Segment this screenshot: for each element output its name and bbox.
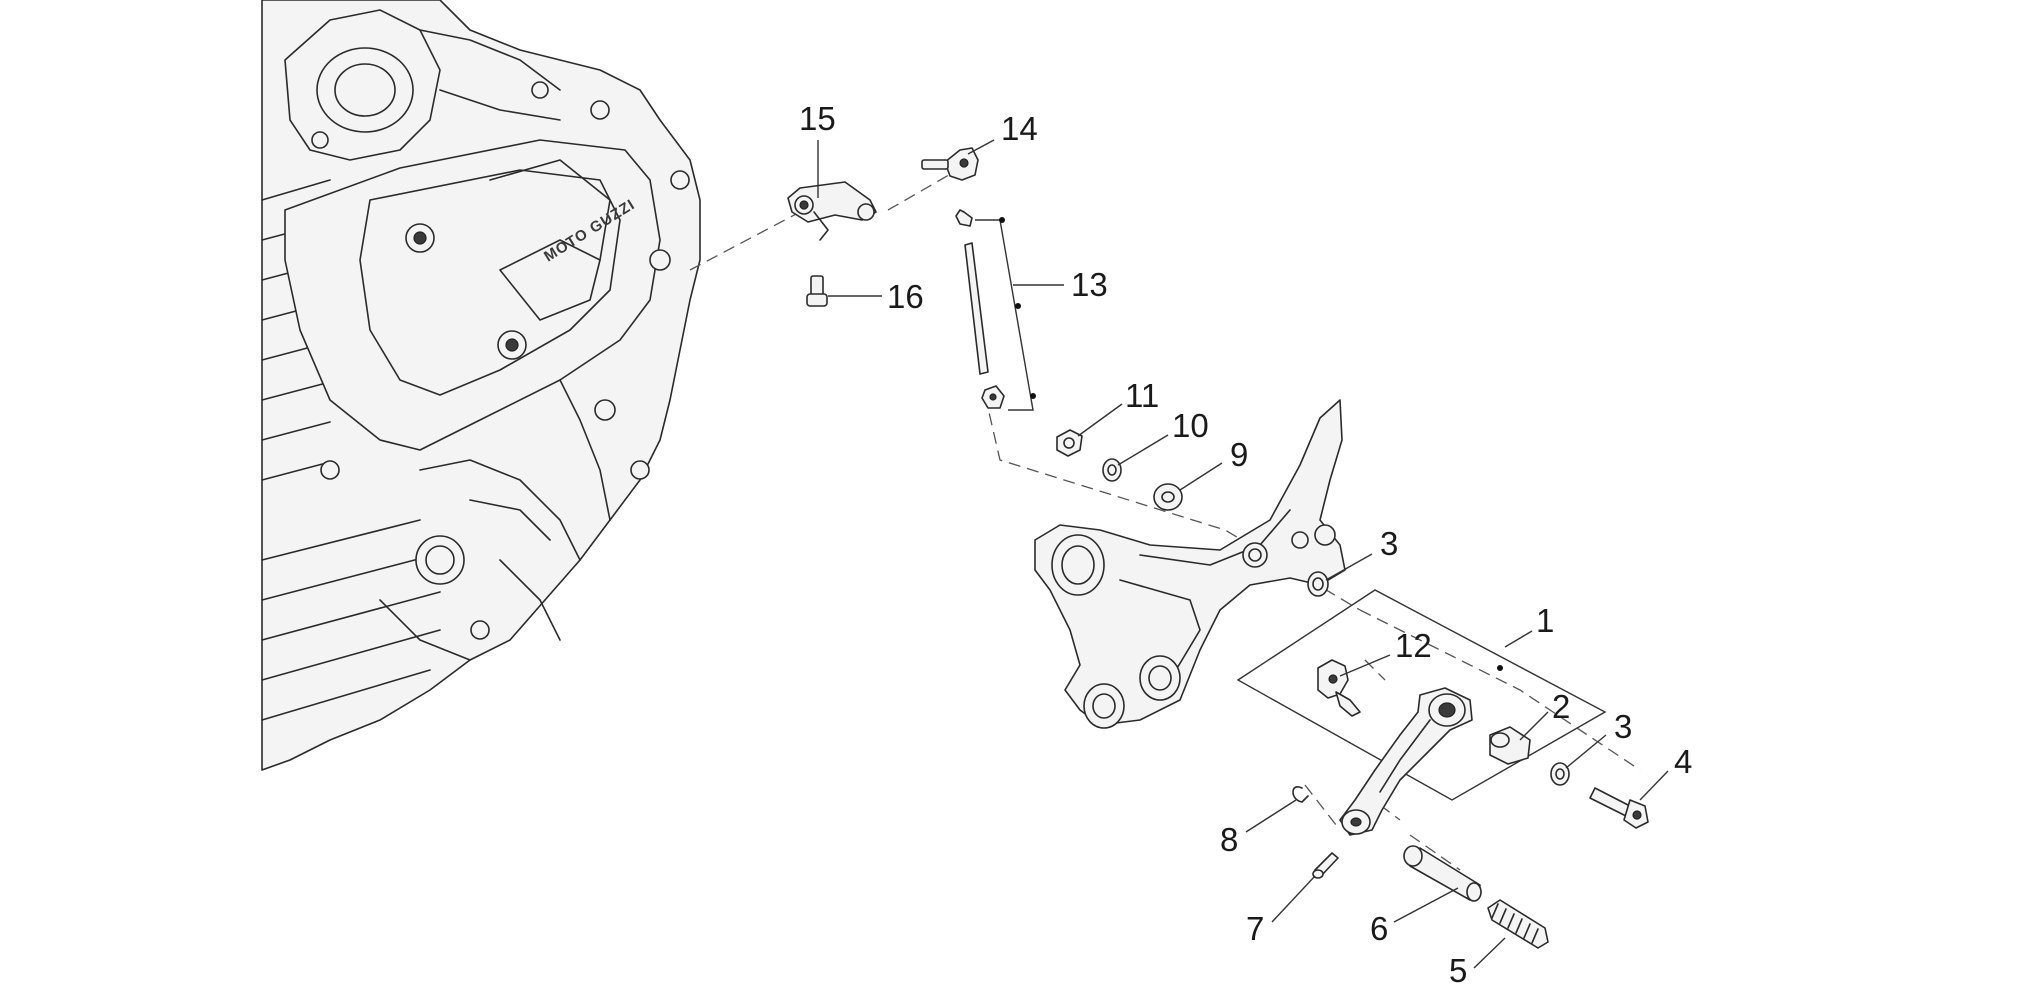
part-5-rubber-peg <box>1487 899 1549 949</box>
callout-14: 14 <box>1001 110 1038 147</box>
leader-2 <box>1519 711 1549 741</box>
callout-9: 9 <box>1230 436 1248 473</box>
leader-9 <box>1179 462 1223 491</box>
bracket-dot <box>999 217 1005 223</box>
leader-4 <box>1639 770 1669 801</box>
leader-lines <box>817 139 1669 969</box>
leader-3b <box>1565 734 1607 769</box>
callout-16: 16 <box>887 278 924 315</box>
callout-15: 15 <box>799 100 836 137</box>
leader-12 <box>1339 654 1391 677</box>
callout-5: 5 <box>1449 952 1467 984</box>
callout-4: 4 <box>1674 743 1692 780</box>
callout-2: 2 <box>1552 688 1570 725</box>
callout-10: 10 <box>1172 407 1209 444</box>
part-12-ball-joint <box>1317 659 1361 717</box>
part-1-assembly-bracket <box>1236 589 1607 801</box>
cylinder-fins <box>261 179 441 721</box>
callout-6: 6 <box>1370 910 1388 947</box>
part-10-washer <box>1102 458 1122 482</box>
callout-3-upper: 3 <box>1380 525 1398 562</box>
part-6-peg-shaft <box>1403 845 1482 902</box>
leader-6 <box>1393 887 1459 923</box>
leader-10 <box>1117 434 1169 466</box>
callout-1: 1 <box>1536 602 1554 639</box>
part-9-washer <box>1153 483 1183 511</box>
part-11-nut <box>1056 429 1083 457</box>
part-7-pin <box>1312 852 1339 879</box>
engine-assembly: MOTO GUZZI <box>261 0 701 771</box>
leader-5 <box>1473 937 1506 969</box>
part-4-pivot-bolt <box>1589 787 1649 829</box>
bracket-dot <box>1030 393 1036 399</box>
callout-3-lower: 3 <box>1614 708 1632 745</box>
leader-8 <box>1245 799 1297 833</box>
part-15-shift-lever <box>787 181 877 241</box>
callout-8: 8 <box>1220 821 1238 858</box>
gear-shift-lever <box>1339 687 1473 836</box>
callout-11: 11 <box>1125 377 1159 414</box>
leader-14 <box>967 139 995 155</box>
bracket-dot <box>1015 303 1021 309</box>
leader-3a <box>1325 553 1373 581</box>
callout-labels: 15 14 13 16 11 10 9 3 1 12 2 3 4 8 7 6 5 <box>799 100 1692 984</box>
callout-13: 13 <box>1071 266 1108 303</box>
leader-7 <box>1271 875 1316 923</box>
leader-1 <box>1504 630 1533 648</box>
footpeg-bracket-plate <box>1034 399 1346 729</box>
part-14-ball-joint <box>921 147 979 181</box>
callout-7: 7 <box>1246 910 1264 947</box>
part-3-circlip-upper <box>1307 571 1329 597</box>
callout-12: 12 <box>1395 627 1432 664</box>
part-16-bolt <box>806 275 828 307</box>
part-13-linkage-rod <box>955 209 1036 411</box>
leader-11 <box>1077 403 1123 437</box>
alignment-lines <box>689 159 1641 871</box>
part-8-clip <box>1292 786 1309 803</box>
valve-cover <box>284 139 661 451</box>
part-2-bushing <box>1489 726 1531 765</box>
part-3-circlip-lower <box>1550 762 1570 786</box>
